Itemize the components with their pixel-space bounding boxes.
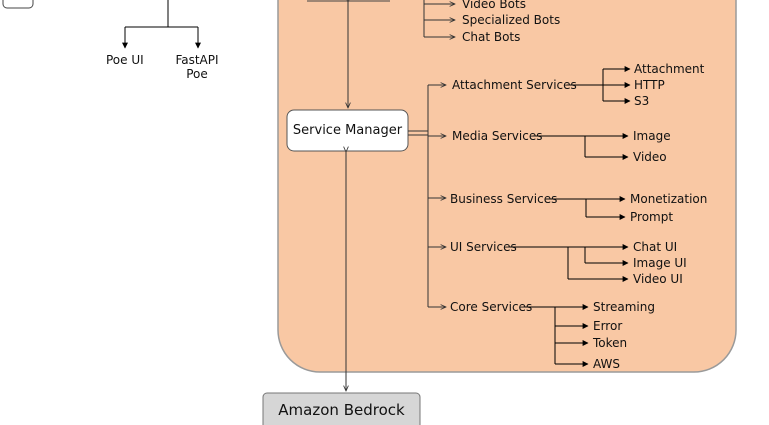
- ui-child-chat-ui: Chat UI: [633, 240, 678, 254]
- media-child-image: Image: [633, 129, 671, 143]
- bots-connectors: [423, 0, 455, 37]
- media-children-connectors: [533, 133, 629, 160]
- fastapi-poe-label: FastAPI Poe: [172, 53, 222, 81]
- business-services-label: Business Services: [450, 192, 558, 206]
- bot-label-chat: Chat Bots: [462, 30, 521, 44]
- attachment-children-connectors: [567, 66, 631, 104]
- media-services-label: Media Services: [452, 129, 543, 143]
- bot-label-video: Video Bots: [462, 0, 526, 11]
- attachment-child-attachment: Attachment: [634, 62, 705, 76]
- core-child-aws: AWS: [593, 357, 621, 371]
- fastapi-poe-label-line2: Poe: [186, 67, 208, 81]
- ui-child-image-ui: Image UI: [633, 256, 687, 270]
- attachment-child-http: HTTP: [634, 78, 665, 92]
- services-panel: [277, 0, 737, 373]
- attachment-services-label: Attachment Services: [452, 78, 577, 92]
- bot-label-specialized: Specialized Bots: [462, 13, 561, 27]
- core-services-label: Core Services: [450, 300, 533, 314]
- services-trunk-connectors: [408, 85, 446, 307]
- amazon-bedrock-box: [262, 392, 421, 425]
- ui-child-video-ui: Video UI: [633, 272, 683, 286]
- ui-children-connectors: [508, 244, 629, 282]
- business-child-monetization: Monetization: [630, 192, 708, 206]
- amazon-bedrock-label: Amazon Bedrock: [278, 401, 405, 419]
- ui-services-label: UI Services: [450, 240, 517, 254]
- business-children-connectors: [545, 196, 626, 220]
- core-children-connectors: [523, 304, 589, 367]
- media-child-video: Video: [633, 150, 667, 164]
- fastapi-poe-label-line1: FastAPI: [175, 53, 219, 67]
- core-child-error: Error: [593, 319, 623, 333]
- core-child-token: Token: [593, 336, 628, 350]
- core-child-streaming: Streaming: [593, 300, 655, 314]
- partial-top-left-box: [2, 0, 34, 9]
- service-manager-label: Service Manager: [292, 123, 403, 138]
- business-child-prompt: Prompt: [630, 210, 674, 224]
- attachment-child-s3: S3: [634, 94, 650, 108]
- left-branch-connectors: [122, 0, 201, 49]
- poe-ui-label: Poe UI: [106, 53, 144, 67]
